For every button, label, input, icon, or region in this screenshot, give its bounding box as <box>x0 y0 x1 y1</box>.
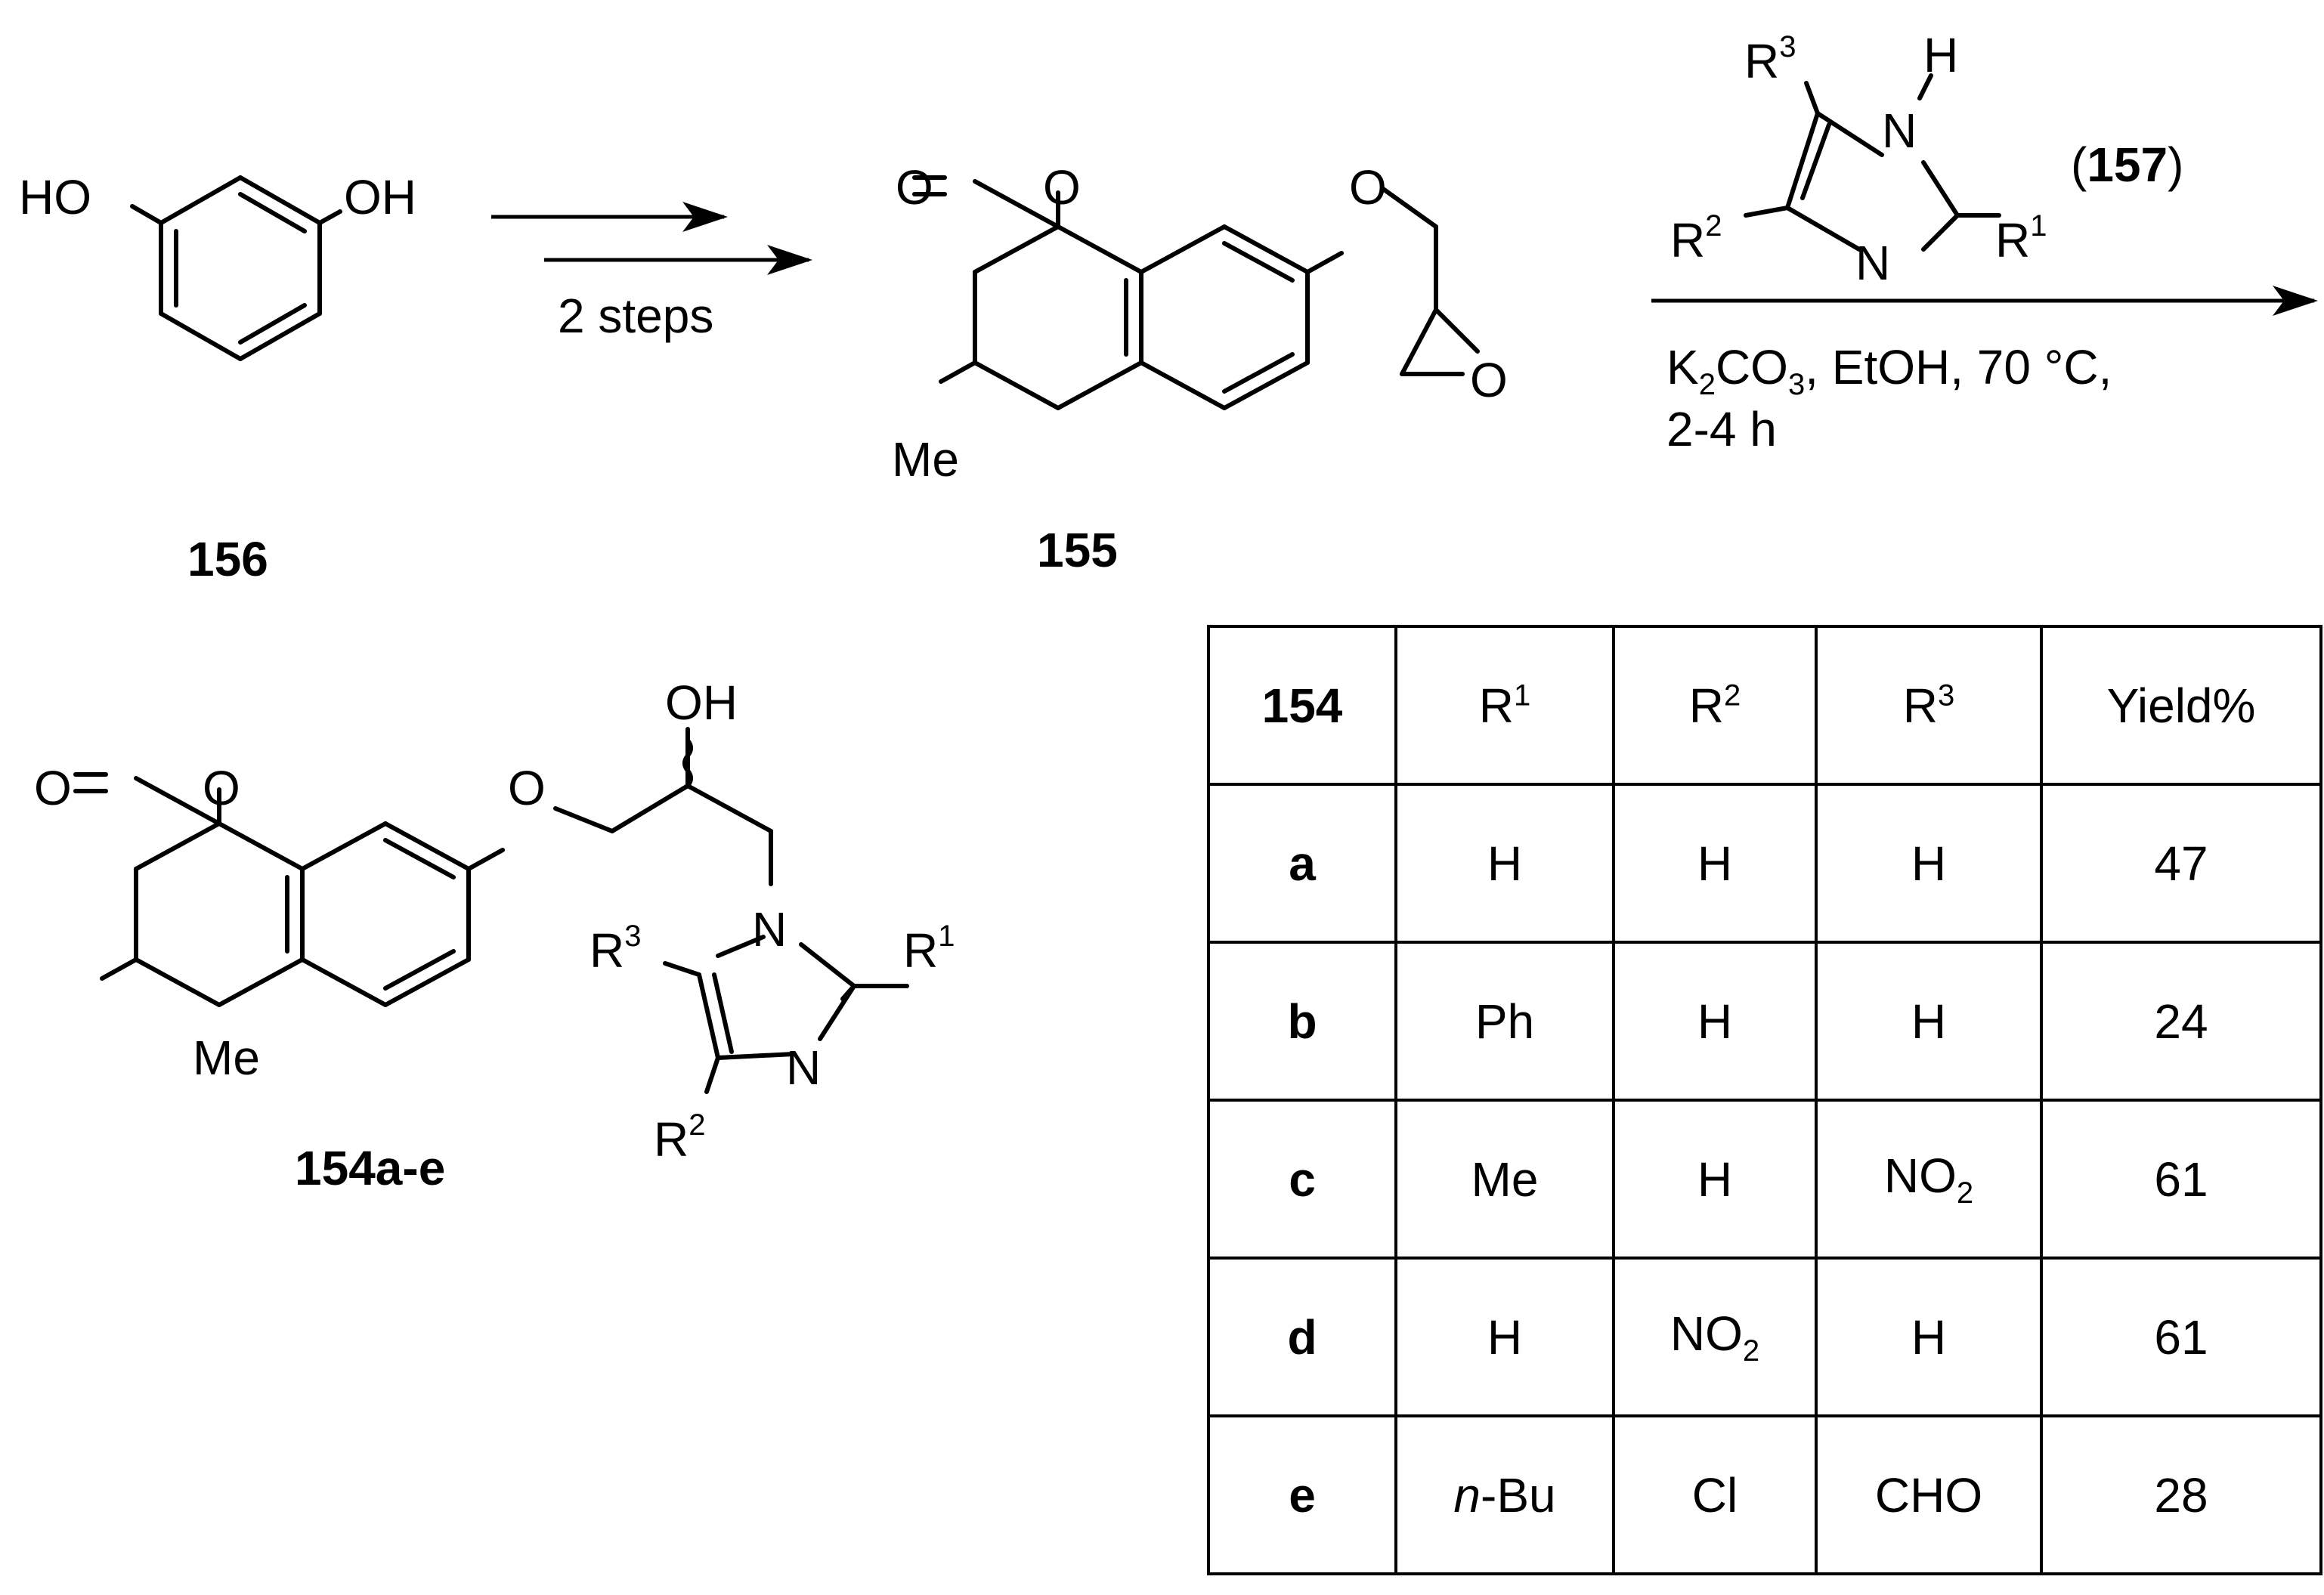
entry-cell: c <box>1207 1099 1397 1260</box>
imidazole-nh-label: N <box>1882 104 1917 158</box>
header-r2: R2 <box>1612 625 1818 786</box>
product-ring-o-label: O <box>203 761 240 815</box>
r1-cell: Ph <box>1394 941 1615 1102</box>
entry-cell: b <box>1207 941 1397 1102</box>
r3-cell: NO2 <box>1815 1099 2043 1260</box>
yield-cell: 28 <box>2040 1414 2322 1575</box>
product-hydroxyl-label: OH <box>665 675 738 730</box>
resorcinol-structure: HO OH <box>19 170 416 361</box>
table-row: a H H H 47 <box>1207 783 2322 944</box>
table-row: b Ph H H 24 <box>1207 941 2322 1102</box>
epoxide-o-label: O <box>1470 353 1508 407</box>
reagent-r3-label: R3 <box>1744 30 1796 88</box>
r2-cell: H <box>1612 783 1818 944</box>
r3-cell: H <box>1815 1257 2043 1417</box>
table-header-row: 154 R1 R2 R3 Yield% <box>1207 625 2322 786</box>
reagent-r2-label: R2 <box>1670 209 1722 267</box>
carbonyl-o-label: O <box>896 160 933 215</box>
product-r3-label: R3 <box>590 920 641 978</box>
product-ether-o-label: O <box>508 761 546 815</box>
product-r2-label: R2 <box>654 1108 705 1167</box>
r2-cell: H <box>1612 941 1818 1102</box>
hydroxyl-label-left: HO <box>19 170 91 224</box>
r2-cell: NO2 <box>1612 1257 1818 1417</box>
conditions-line-1: K2CO3, EtOH, 70 °C, <box>1666 340 2112 401</box>
header-entry: 154 <box>1207 625 1397 786</box>
r1-cell: n-Bu <box>1394 1414 1615 1575</box>
product-n1-label: N <box>752 902 787 957</box>
r1-cell: H <box>1394 1257 1615 1417</box>
table-row: c Me H NO2 61 <box>1207 1099 2322 1260</box>
yield-cell: 61 <box>2040 1099 2322 1260</box>
arrow-1-label: 2 steps <box>558 289 713 343</box>
r3-cell: H <box>1815 941 2043 1102</box>
ring-o-label: O <box>1043 160 1081 215</box>
reagent-r1-label: R1 <box>1995 209 2047 267</box>
ether-o-label: O <box>1349 160 1387 215</box>
product-r1-label: R1 <box>903 920 955 978</box>
imidazole-reagent-structure: N H N R3 R2 R1 <box>1670 28 2047 290</box>
r1-cell: H <box>1394 783 1615 944</box>
entry-cell: d <box>1207 1257 1397 1417</box>
imidazole-h-label: H <box>1923 28 1958 82</box>
yield-cell: 24 <box>2040 941 2322 1102</box>
entry-cell: a <box>1207 783 1397 944</box>
conditions-line-2: 2-4 h <box>1666 402 1777 456</box>
header-yield: Yield% <box>2040 625 2322 786</box>
product-structure: O O O OH N N R3 R1 R2 Me <box>34 675 955 1167</box>
reaction-arrow-1 <box>491 202 812 275</box>
compound-label-157: (157) <box>2071 138 2183 192</box>
yield-table: 154 R1 R2 R3 Yield% a H H H 47 b Ph H H … <box>1207 625 2322 1575</box>
r2-cell: Cl <box>1612 1414 1818 1575</box>
header-r3: R3 <box>1815 625 2043 786</box>
header-r1: R1 <box>1394 625 1615 786</box>
methyl-label: Me <box>892 432 959 487</box>
table-row: d H NO2 H 61 <box>1207 1257 2322 1417</box>
yield-cell: 47 <box>2040 783 2322 944</box>
entry-cell: e <box>1207 1414 1397 1575</box>
compound-label-155: 155 <box>1037 523 1118 577</box>
epoxide-coumarin-structure: O O O O Me <box>892 160 1508 487</box>
r2-cell: H <box>1612 1099 1818 1260</box>
r3-cell: CHO <box>1815 1414 2043 1575</box>
imidazole-n-label: N <box>1855 236 1890 290</box>
compound-label-156: 156 <box>187 532 268 586</box>
product-carbonyl-o-label: O <box>34 761 72 815</box>
product-methyl-label: Me <box>193 1031 260 1085</box>
r1-cell: Me <box>1394 1099 1615 1260</box>
compound-label-154: 154a-e <box>295 1141 445 1195</box>
table-row: e n-Bu Cl CHO 28 <box>1207 1414 2322 1575</box>
r3-cell: H <box>1815 783 2043 944</box>
hydroxyl-label-right: OH <box>344 170 416 224</box>
product-n3-label: N <box>786 1040 821 1095</box>
yield-cell: 61 <box>2040 1257 2322 1417</box>
